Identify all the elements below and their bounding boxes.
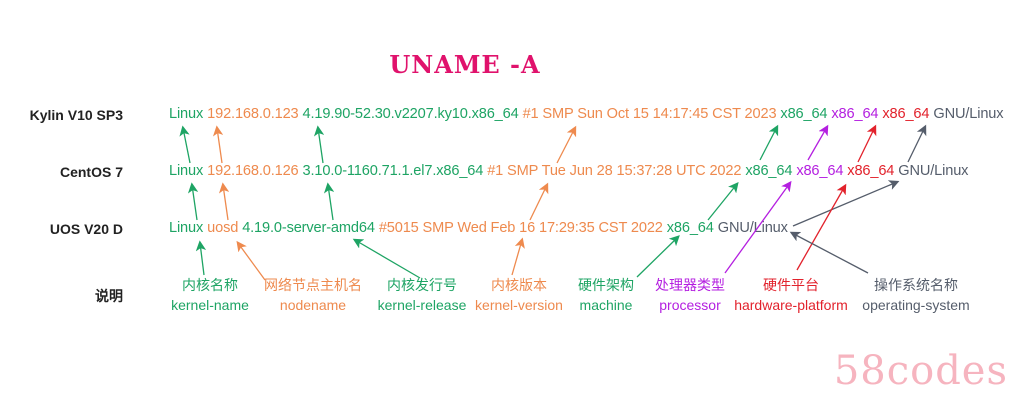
arrow	[724, 180, 792, 274]
legend-zh: 内核版本	[491, 277, 547, 293]
legend-zh: 内核发行号	[387, 277, 457, 293]
legend-en: kernel-release	[377, 297, 467, 313]
legend-nodename: 网络节点主机名 nodename	[264, 275, 362, 315]
legend-zh: 硬件平台	[762, 277, 819, 293]
kernel-version: #1 SMP Tue Jun 28 15:37:28 UTC 2022	[487, 163, 742, 179]
os-label-uos: UOS V20 D	[49, 221, 123, 237]
legend-kernel-name: 内核名称 kernel-name	[171, 275, 249, 315]
arrow	[556, 125, 577, 164]
arrow	[789, 231, 869, 274]
legend-en: operating-system	[862, 297, 970, 313]
arrow	[792, 180, 900, 227]
legend-row-label: 说明	[95, 288, 123, 304]
legend-zh: 操作系统名称	[873, 277, 958, 293]
nodename: 192.168.0.126	[207, 163, 299, 179]
kernel-name: Linux	[169, 163, 204, 179]
machine: x86_64	[745, 163, 793, 179]
legend-zh: 处理器类型	[655, 277, 725, 293]
legend-en: machine	[579, 297, 633, 313]
machine: x86_64	[780, 106, 828, 122]
arrow	[796, 183, 847, 271]
diagram-title: UNAME -A	[389, 50, 541, 79]
hardware-platform: x86_64	[847, 163, 895, 179]
arrow	[236, 240, 266, 281]
arrow	[313, 125, 325, 164]
arrow	[636, 235, 680, 278]
processor: x86_64	[796, 163, 844, 179]
arrow	[511, 237, 525, 276]
arrow	[807, 124, 829, 161]
arrow	[352, 238, 421, 279]
operating-system: GNU/Linux	[898, 163, 969, 179]
operating-system: GNU/Linux	[933, 106, 1004, 122]
arrow	[187, 182, 199, 221]
legend-zh: 硬件架构	[578, 277, 634, 293]
hardware-platform: x86_64	[882, 106, 930, 122]
arrow	[212, 125, 224, 164]
kernel-release: 3.10.0-1160.71.1.el7.x86_64	[302, 163, 484, 179]
kernel-version: #1 SMP Sun Oct 15 14:17:45 CST 2023	[522, 106, 777, 122]
arrow	[707, 181, 739, 221]
legend-zh: 网络节点主机名	[264, 277, 362, 293]
legend-processor: 处理器类型 processor	[655, 275, 725, 315]
kernel-name: Linux	[169, 106, 204, 122]
machine: x86_64	[666, 220, 714, 236]
arrow	[759, 124, 779, 161]
kernel-version: #5015 SMP Wed Feb 16 17:29:35 CST 2022	[378, 220, 663, 236]
legend-en: kernel-name	[171, 297, 249, 313]
legend-kernel-release: 内核发行号 kernel-release	[378, 275, 467, 315]
legend-operating-system: 操作系统名称 operating-system	[862, 275, 969, 315]
arrow	[529, 182, 549, 221]
os-label-kylin: Kylin V10 SP3	[29, 107, 123, 123]
processor: x86_64	[831, 106, 879, 122]
nodename: 192.168.0.123	[207, 106, 299, 122]
watermark: 58codes	[833, 348, 1008, 394]
legend-en: processor	[659, 297, 721, 313]
arrow	[907, 124, 927, 163]
arrow	[857, 124, 877, 163]
legend-hardware-platform: 硬件平台 hardware-platform	[734, 275, 848, 315]
kernel-release: 4.19.0-server-amd64	[242, 220, 375, 236]
kernel-release: 4.19.90-52.30.v2207.ky10.x86_64	[302, 106, 519, 122]
nodename: uosd	[207, 220, 239, 236]
legend-en: hardware-platform	[734, 297, 848, 313]
arrow	[195, 240, 207, 276]
kernel-name: Linux	[169, 220, 204, 236]
arrow	[179, 125, 191, 164]
os-label-centos: CentOS 7	[59, 164, 123, 180]
operating-system: GNU/Linux	[717, 220, 788, 236]
legend-en: kernel-version	[475, 297, 563, 313]
legend-kernel-version: 内核版本 kernel-version	[475, 275, 563, 315]
legend-zh: 内核名称	[181, 277, 238, 293]
arrow	[218, 182, 230, 221]
legend-en: nodename	[279, 297, 347, 313]
legend-machine: 硬件架构 machine	[578, 275, 634, 315]
arrow	[323, 182, 335, 221]
